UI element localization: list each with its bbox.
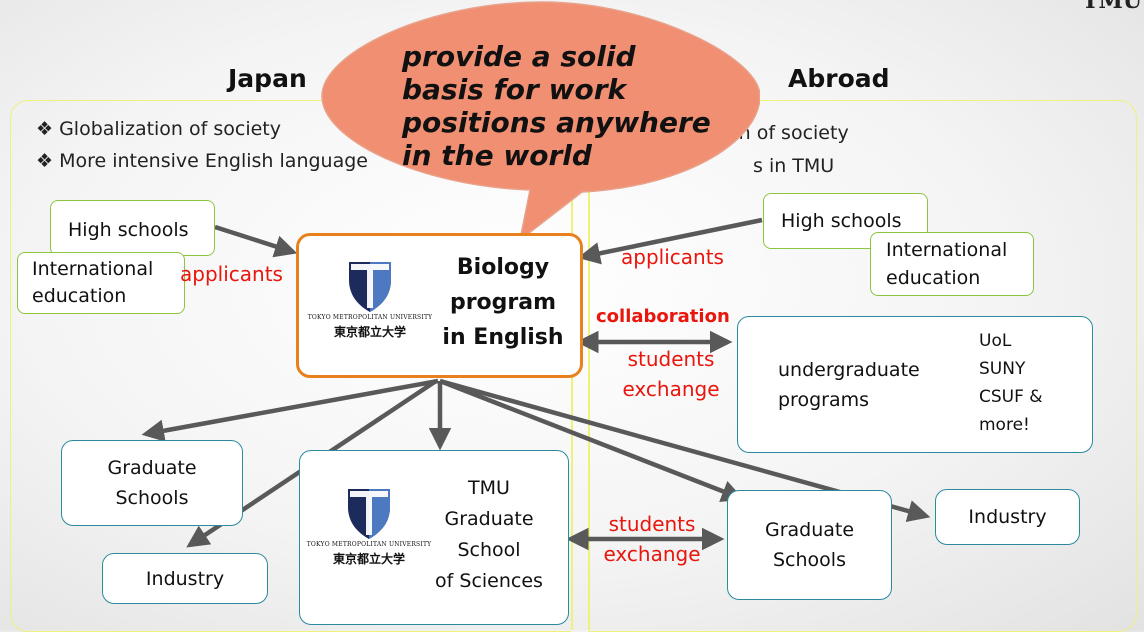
box-label: TMU (468, 477, 510, 499)
bubble-line: provide a solid (402, 40, 636, 73)
bullet-text: More intensive English language (59, 150, 368, 172)
international-education-left-box: International education (17, 252, 185, 314)
logo-japanese: 東京都立大学 (333, 325, 406, 339)
logo-japanese: 東京都立大学 (332, 552, 405, 566)
logo-english: TOKYO METROPOLITAN UNIVERSITY (307, 314, 433, 321)
bubble-text: provide a solid basis for work positions… (402, 40, 711, 172)
box-label: education (32, 285, 127, 307)
box-label: High schools (68, 219, 189, 241)
partner-item: more! (979, 415, 1030, 435)
tmu-logo: TOKYO METROPOLITAN UNIVERSITY 東京都立大学 (304, 485, 434, 567)
box-label: Graduate (107, 457, 197, 479)
program-title-line: in English (442, 325, 564, 350)
abroad-heading: Abroad (788, 64, 890, 93)
tmu-logo: TOKYO METROPOLITAN UNIVERSITY 東京都立大学 (305, 258, 435, 340)
partner-item: CSUF & (979, 387, 1043, 407)
box-label: Schools (773, 549, 846, 571)
bullet-text: Globalization of society (59, 118, 282, 140)
tmu-graduate-label: TMU Graduate School of Sciences (416, 473, 562, 597)
box-label: Schools (115, 487, 189, 509)
logo-english: TOKYO METROPOLITAN UNIVERSITY (306, 541, 432, 548)
collaboration-label: collaboration (596, 306, 730, 327)
tmu-graduate-school-box: TOKYO METROPOLITAN UNIVERSITY 東京都立大学 TMU… (299, 450, 569, 625)
bullet-item: ❖ More intensive English language (36, 150, 368, 172)
speech-bubble (321, 1, 760, 242)
bubble-line: in the world (402, 139, 592, 172)
box-label: education (886, 267, 981, 289)
partner-item: UoL (979, 331, 1012, 351)
program-title-line: program (449, 290, 557, 315)
label-line: students (627, 347, 715, 371)
box-label: Industry (968, 506, 1047, 528)
undergraduate-programs-box: undergraduate programs UoL SUNY CSUF & m… (737, 316, 1093, 453)
program-title-line: Biology (456, 255, 550, 280)
bullet-item: ❖ Globalization of society (36, 118, 282, 140)
graduate-schools-left-box: Graduate Schools (61, 440, 243, 526)
box-label: International (886, 239, 1008, 261)
applicants-right-label: applicants (621, 245, 724, 269)
partner-item: SUNY (979, 359, 1026, 379)
corner-mark: TMU (1082, 0, 1142, 14)
students-exchange-label: students exchange (616, 344, 726, 404)
region-divider (588, 100, 590, 630)
box-label: programs (778, 389, 870, 411)
biology-program-box: TOKYO METROPOLITAN UNIVERSITY 東京都立大学 Bio… (296, 233, 583, 378)
label-line: exchange (622, 377, 720, 401)
undergrad-label: undergraduate programs (778, 355, 920, 415)
box-label: Industry (145, 567, 225, 590)
arrow (439, 378, 745, 502)
box-label: High schools (781, 210, 902, 232)
international-education-right-box: International education (870, 232, 1034, 296)
shield-icon (348, 489, 390, 539)
industry-right-box: Industry (935, 489, 1080, 545)
applicants-left-label: applicants (180, 262, 283, 286)
box-label: of Sciences (435, 570, 543, 592)
graduate-schools-right-box: Graduate Schools (727, 490, 892, 600)
students-exchange-label-2: students exchange (597, 509, 707, 569)
box-label: School (457, 539, 521, 561)
industry-left-box: Industry (102, 553, 268, 604)
arrow (577, 217, 763, 265)
arrow (141, 378, 439, 442)
shield-icon (349, 262, 391, 312)
label-line: students (608, 512, 696, 536)
box-label: undergraduate (778, 359, 920, 381)
label-line: exchange (603, 542, 701, 566)
arrow (214, 224, 298, 258)
partner-universities: UoL SUNY CSUF & more! (979, 327, 1043, 439)
box-label: Graduate (764, 519, 855, 541)
high-schools-left-box: High schools (50, 200, 215, 256)
japan-heading: Japan (228, 64, 307, 93)
box-label: International (32, 258, 154, 280)
bubble-line: positions anywhere (402, 106, 711, 139)
program-title: Biology program in English (427, 250, 579, 355)
bullet-text: on of society (727, 122, 849, 144)
bubble-line: basis for work (402, 73, 627, 106)
box-label: Graduate (444, 508, 534, 530)
bullet-text: s in TMU (753, 155, 835, 177)
